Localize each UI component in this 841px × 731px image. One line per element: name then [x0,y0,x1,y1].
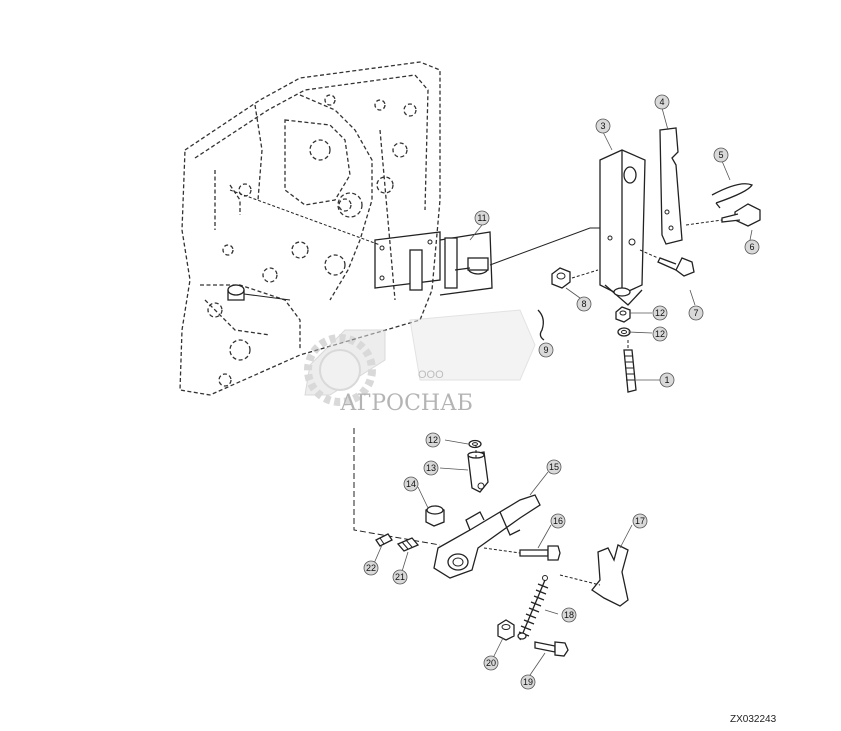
nut-20 [497,619,527,641]
svg-text:6: 6 [749,242,754,252]
vertical-guide-line [353,428,441,546]
callout-9: 9 [538,342,554,358]
callout-12-b: 12 [652,326,668,342]
svg-text:17: 17 [635,516,645,526]
svg-text:12: 12 [655,329,665,339]
washer-12-bottom [468,439,482,449]
callout-18: 18 [561,607,577,623]
svg-text:7: 7 [693,308,698,318]
clip-9 [537,309,545,341]
svg-text:4: 4 [659,97,664,107]
svg-text:8: 8 [581,299,586,309]
svg-text:18: 18 [564,610,574,620]
callout-15: 15 [546,459,562,475]
svg-text:9: 9 [543,345,548,355]
callout-6: 6 [744,239,760,255]
threaded-rod-1 [623,340,637,393]
svg-text:3: 3 [600,121,605,131]
svg-text:19: 19 [523,677,533,687]
svg-text:12: 12 [428,435,438,445]
bracket-3 [599,149,646,306]
callout-4: 4 [654,94,670,110]
callout-20: 20 [483,655,499,671]
svg-text:1: 1 [664,375,669,385]
bushing-14 [425,505,445,527]
callout-5: 5 [713,147,729,163]
svg-text:11: 11 [477,213,486,223]
svg-text:14: 14 [406,479,416,489]
drawing-code: ZX032243 [730,714,777,725]
callout-7: 7 [688,305,704,321]
callout-14: 14 [403,476,419,492]
leader-lines [371,107,753,679]
clevis-13 [467,445,489,493]
svg-text:13: 13 [426,463,436,473]
pin-22 [375,533,393,547]
callout-12-c: 12 [425,432,441,448]
svg-text:20: 20 [486,658,496,668]
cap-screw-7 [639,249,695,277]
callout-3: 3 [595,118,611,134]
callout-19: 19 [520,674,536,690]
spring-18 [518,575,549,641]
nut-12-upper [615,306,631,323]
svg-text:5: 5 [718,150,723,160]
transmission-housing [179,61,441,396]
callout-12-a: 12 [652,305,668,321]
callouts: 3 4 5 6 7 8 9 11 12 12 1 12 13 14 15 16 … [363,94,760,690]
callout-11: 11 [474,210,490,226]
watermark-small-label: ООО [418,369,444,381]
watermark-brand-text: АГРОСНАБ [340,391,473,416]
pin-21 [396,537,420,552]
callout-8: 8 [576,296,592,312]
cotter-pin-5 [711,183,753,209]
callout-13: 13 [423,460,439,476]
callout-16: 16 [550,513,566,529]
svg-text:22: 22 [366,563,376,573]
callout-17: 17 [632,513,648,529]
valve-assembly-11 [374,227,600,296]
bolt-19 [534,641,569,657]
svg-text:16: 16 [553,516,563,526]
cap-screw-6 [685,203,761,227]
watermark-logo: ООО АГРОСНАБ [304,309,536,416]
nut-8 [551,267,599,289]
svg-text:15: 15 [549,462,559,472]
callout-1: 1 [659,372,675,388]
callout-21: 21 [392,569,408,585]
lever-15 [433,494,541,579]
bolt-16 [483,545,561,561]
svg-text:12: 12 [655,308,665,318]
lever-arm-17 [559,544,629,607]
plate-4 [659,127,683,245]
callout-22: 22 [363,560,379,576]
svg-text:21: 21 [395,572,405,582]
